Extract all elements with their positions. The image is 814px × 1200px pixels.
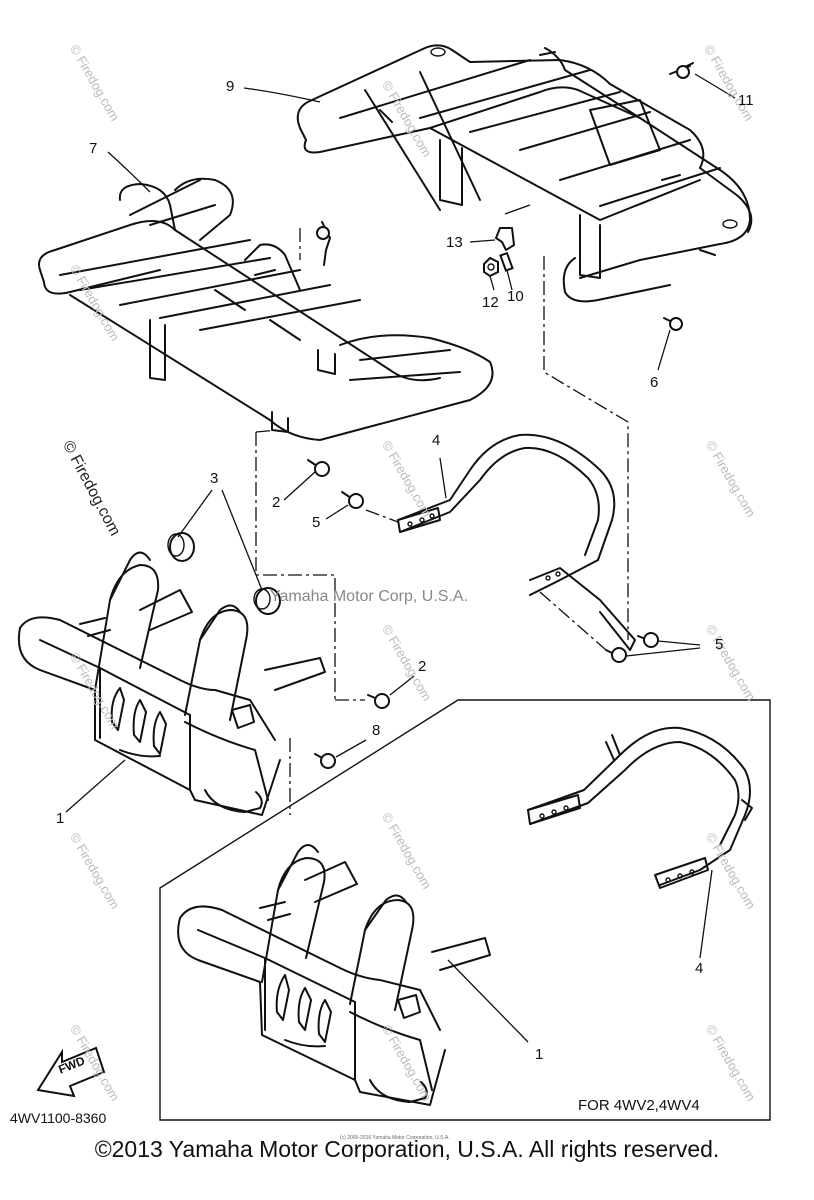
callout-10: 10 <box>507 288 524 305</box>
tiny-notice: (c) 2005-2016 Yamaha Motor Corporation, … <box>340 1135 450 1141</box>
callout-7: 7 <box>89 140 98 157</box>
watermark-center: Yamaha Motor Corp, U.S.A. <box>270 588 468 605</box>
bolts <box>307 459 659 769</box>
callout-9: 9 <box>226 78 235 95</box>
callout-5: 5 <box>715 636 724 653</box>
front-carrier <box>38 177 494 441</box>
callout-11: 11 <box>738 92 754 109</box>
bushings <box>167 532 281 615</box>
rear-carrier <box>296 44 753 303</box>
callout-13: 13 <box>446 234 463 251</box>
copyright-footer: ©2013 Yamaha Motor Corporation, U.S.A. A… <box>94 1136 720 1162</box>
assembly-lines <box>255 228 629 815</box>
callout-6: 6 <box>650 374 659 391</box>
callout-4: 4 <box>695 960 704 977</box>
callout-5: 5 <box>312 514 321 531</box>
diagram-code: 4WV1100-8360 <box>10 1110 107 1126</box>
callout-1: 1 <box>535 1046 544 1063</box>
callout-2: 2 <box>418 658 427 675</box>
front-bumper <box>18 551 326 816</box>
inset-front-bumper <box>177 844 529 1106</box>
callout-2: 2 <box>272 494 281 511</box>
inset-caption: FOR 4WV2,4WV4 <box>578 1097 700 1114</box>
inset-box <box>159 699 771 1121</box>
inset-rear-guard <box>527 726 753 959</box>
callout-3: 3 <box>210 470 219 487</box>
rear-guard <box>397 433 636 651</box>
callout-8: 8 <box>372 722 381 739</box>
leader-lines <box>65 73 736 813</box>
callout-4: 4 <box>432 432 441 449</box>
callout-12: 12 <box>482 294 499 311</box>
callout-1: 1 <box>56 810 65 827</box>
fwd-arrow-icon <box>36 1046 106 1098</box>
small-fasteners <box>316 62 694 331</box>
